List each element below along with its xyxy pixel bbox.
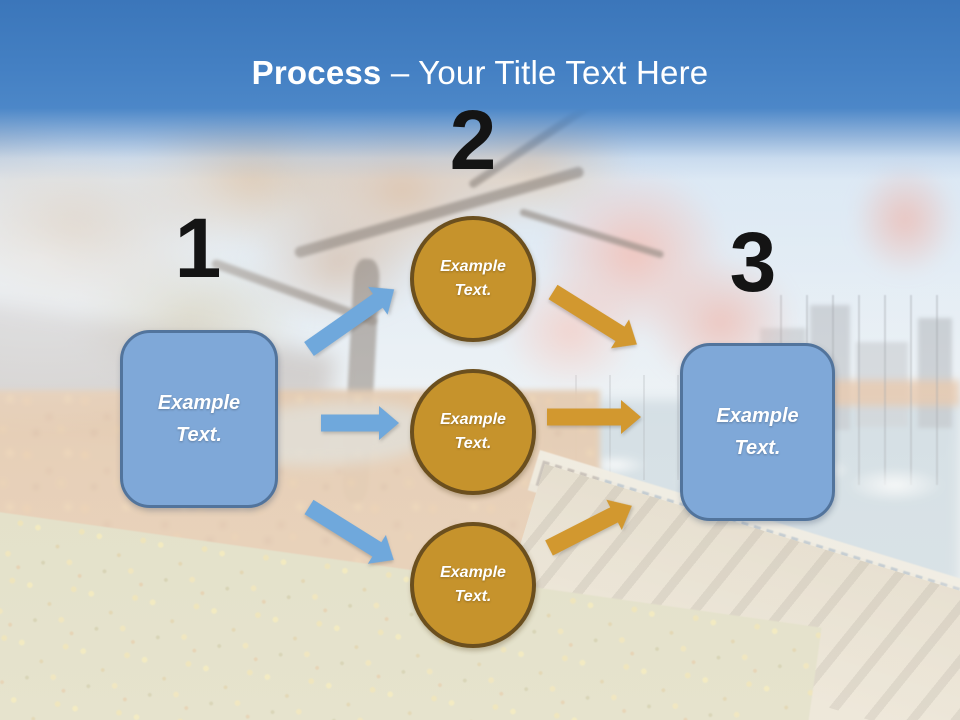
title-band: Process – Your Title Text Here [0, 0, 960, 180]
arrow-shaft [321, 414, 379, 432]
step-number-2: 2 [449, 93, 497, 187]
slide-title: Process – Your Title Text Here [0, 0, 960, 92]
label-line-2: Text. [454, 282, 492, 299]
label-line-2: Text. [734, 437, 781, 459]
label-line-1: Example [440, 411, 506, 428]
label-line-2: Text. [454, 588, 492, 605]
process-circle-label: Example Text. [440, 561, 506, 609]
label-line-2: Text. [176, 424, 222, 446]
process-circle-top: Example Text. [410, 216, 536, 342]
label-line-1: Example [716, 405, 799, 427]
label-line-2: Text. [454, 435, 492, 452]
process-circle-label: Example Text. [440, 255, 506, 303]
process-box-label: Example Text. [158, 387, 240, 451]
process-box-step-3: Example Text. [680, 343, 835, 521]
arrow-head [379, 406, 399, 440]
arrow-head [621, 400, 641, 434]
arrow-shaft [547, 408, 621, 426]
process-circle-label: Example Text. [440, 408, 506, 456]
title-keyword: Process [251, 54, 382, 91]
label-line-1: Example [440, 564, 506, 581]
step-number-3: 3 [729, 215, 777, 309]
process-box-label: Example Text. [716, 400, 798, 464]
step-number-1: 1 [174, 201, 222, 295]
title-subtitle: – Your Title Text Here [390, 54, 709, 91]
process-circle-bottom: Example Text. [410, 522, 536, 648]
arrow-middle-circle-to-box3 [547, 399, 641, 435]
process-box-step-1: Example Text. [120, 330, 278, 508]
label-line-1: Example [440, 258, 506, 275]
arrow-box1-to-middle-circle [321, 405, 399, 441]
label-line-1: Example [157, 392, 241, 414]
process-circle-middle: Example Text. [410, 369, 536, 495]
